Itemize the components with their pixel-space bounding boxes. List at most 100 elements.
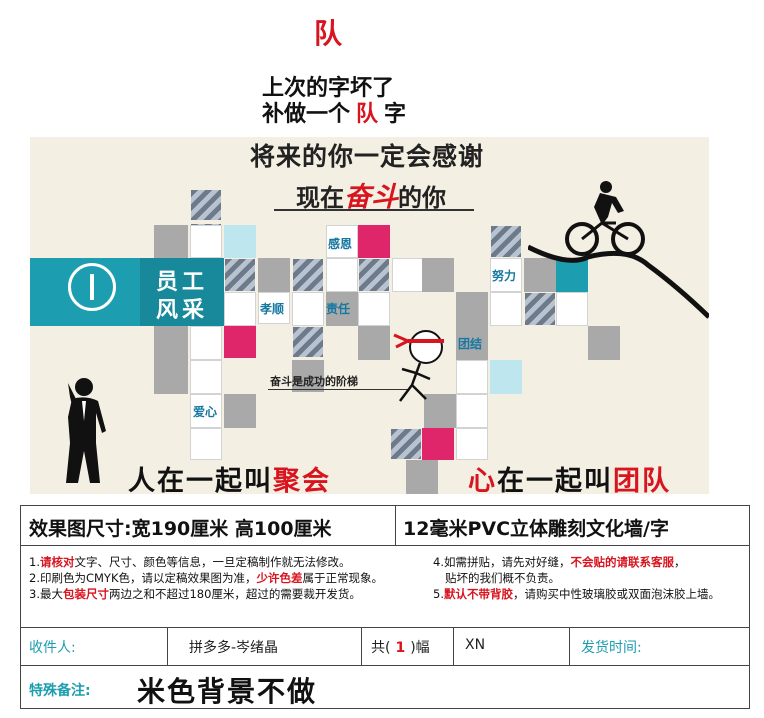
tag-filial: 孝顺 <box>260 302 285 316</box>
gray-tile <box>588 326 620 360</box>
note-1: 1.请核对文字、尺寸、颜色等信息，一旦定稿制作就无法修改。 <box>29 554 383 570</box>
ladder-caption-underline <box>268 389 408 390</box>
tag-effort: 努力 <box>492 269 517 283</box>
column-divider <box>453 628 454 665</box>
cyclist-silhouette-icon <box>528 181 709 319</box>
note-line-1: 上次的字坏了 <box>262 76 395 101</box>
size-label: 效果图尺寸:宽190厘米 高100厘米 <box>29 518 332 540</box>
pink-tile <box>224 326 256 358</box>
gray-tile <box>154 225 188 258</box>
white-tile <box>326 225 358 258</box>
remark-label: 特殊备注: <box>29 683 91 699</box>
note-3: 3.最大包装尺寸两边之和不超过180厘米，超过的需要裁开发货。 <box>29 586 383 602</box>
column-divider <box>167 628 168 665</box>
shop-name: 拼多多-岑绪晶 <box>189 640 279 656</box>
slogan-right: 心在一起叫团队 <box>468 459 671 494</box>
quantity: 共(1)幅 <box>371 637 430 657</box>
wall-title-line-2: 现在奋斗的你 <box>296 175 446 214</box>
white-tile <box>326 258 358 292</box>
note-5-prefix: 5. <box>433 587 444 601</box>
column-divider <box>395 506 396 545</box>
white-tile <box>490 292 522 326</box>
blue-tile <box>490 360 522 394</box>
title-underline <box>274 209 474 211</box>
tag-love: 爱心 <box>193 405 218 419</box>
size-material-row: 效果图尺寸:宽190厘米 高100厘米 12毫米PVC立体雕刻文化墙/字 <box>21 506 749 546</box>
white-tile <box>190 394 222 428</box>
white-tile <box>292 292 324 326</box>
gray-tile <box>224 394 256 428</box>
white-tile <box>258 292 290 324</box>
gray-tile <box>154 360 188 394</box>
wall-title-strive: 奋斗 <box>344 182 398 213</box>
note-2: 2.印刷色为CMYK色，请以定稿效果图为准，少许色差属于正常现象。 <box>29 570 383 586</box>
pink-tile <box>358 225 390 258</box>
tag-responsibility: 责任 <box>326 302 351 316</box>
ladder-caption: 奋斗是成功的阶梯 <box>270 375 358 388</box>
note-4-rest: ， <box>673 555 686 569</box>
tag-gratitude: 感恩 <box>328 237 353 251</box>
top-character: 队 <box>314 17 343 50</box>
quantity-prefix: 共( <box>371 640 391 656</box>
running-cartoon-icon <box>393 330 444 402</box>
white-tile <box>456 428 488 460</box>
photo-tile <box>490 225 522 258</box>
white-tile <box>190 360 222 394</box>
order-code: XN <box>465 637 486 653</box>
pink-tile <box>422 428 454 460</box>
wall-title-line-1: 将来的你一定会感谢 <box>250 142 485 171</box>
quantity-value: 1 <box>395 640 406 656</box>
note-2-red: 少许色差 <box>256 571 303 585</box>
tag-unity: 团结 <box>458 337 483 351</box>
note-line-2-suffix: 字 <box>384 102 407 127</box>
notes-right: 4.如需拼贴，请先对好缝，不会贴的请联系客服， 贴坏的我们概不负责。 5.默认不… <box>433 554 720 602</box>
notes-left: 1.请核对文字、尺寸、颜色等信息，一旦定稿制作就无法修改。 2.印刷色为CMYK… <box>29 554 383 602</box>
note-5-red: 默认不带背胶 <box>443 587 513 601</box>
photo-tile <box>358 258 390 292</box>
culture-wall-preview: 将来的你一定会感谢 现在奋斗的你 员工 风采 <box>30 137 709 494</box>
photo-tile <box>292 326 324 358</box>
slogan-left: 人在一起叫聚会 <box>128 459 331 494</box>
note-line-2-char: 队 <box>356 102 379 127</box>
order-details-row: 收件人: 拼多多-岑绪晶 共(1)幅 XN 发货时间: <box>21 628 749 666</box>
wall-title-prefix: 现在 <box>296 184 344 212</box>
note-5-rest: ，请购买中性玻璃胶或双面泡沫胶上墙。 <box>512 587 720 601</box>
recipient-label: 收件人: <box>29 640 76 656</box>
wall-title-suffix: 的你 <box>398 184 446 212</box>
gray-tile <box>424 394 456 428</box>
white-tile <box>456 394 488 428</box>
note-line-2: 补做一个队字 <box>262 96 406 128</box>
gray-tile <box>456 292 488 326</box>
remark-value: 米色背景不做 <box>137 675 318 708</box>
note-5: 5.默认不带背胶，请购买中性玻璃胶或双面泡沫胶上墙。 <box>433 586 720 602</box>
white-tile <box>224 292 256 326</box>
note-2-rest: 属于正常现象。 <box>302 571 384 585</box>
note-4-line-2: 贴坏的我们概不负责。 <box>445 571 560 585</box>
band-text-line-2: 风采 <box>156 298 209 323</box>
photo-tile <box>190 189 222 221</box>
white-tile <box>190 225 222 258</box>
gray-tile <box>524 258 556 292</box>
material-label: 12毫米PVC立体雕刻文化墙/字 <box>403 518 669 540</box>
column-divider <box>361 628 362 665</box>
note-1-rest: 文字、尺寸、颜色等信息，一旦定稿制作就无法修改。 <box>74 555 351 569</box>
white-tile <box>190 428 222 460</box>
slogan-left-prefix: 人在一起叫 <box>128 466 273 494</box>
gray-tile <box>422 258 454 292</box>
company-logo-icon <box>68 263 116 311</box>
photo-tile <box>390 428 422 460</box>
white-tile <box>392 258 424 292</box>
businessman-silhouette-icon <box>66 378 106 483</box>
note-4: 4.如需拼贴，请先对好缝，不会贴的请联系客服， <box>433 554 720 570</box>
white-tile <box>358 292 390 326</box>
photo-tile <box>292 258 324 292</box>
ship-time-label: 发货时间: <box>581 640 642 656</box>
notes-row: 1.请核对文字、尺寸、颜色等信息，一旦定稿制作就无法修改。 2.印刷色为CMYK… <box>21 546 749 628</box>
order-info-table: 效果图尺寸:宽190厘米 高100厘米 12毫米PVC立体雕刻文化墙/字 1.请… <box>20 505 750 709</box>
slogan-right-mid: 在一起叫 <box>497 466 613 494</box>
gray-tile <box>154 326 188 360</box>
gray-tile <box>258 258 290 292</box>
slogan-right-red-2: 团队 <box>613 466 671 494</box>
note-3-red: 包装尺寸 <box>62 587 109 601</box>
note-1-red: 请核对 <box>39 555 75 569</box>
